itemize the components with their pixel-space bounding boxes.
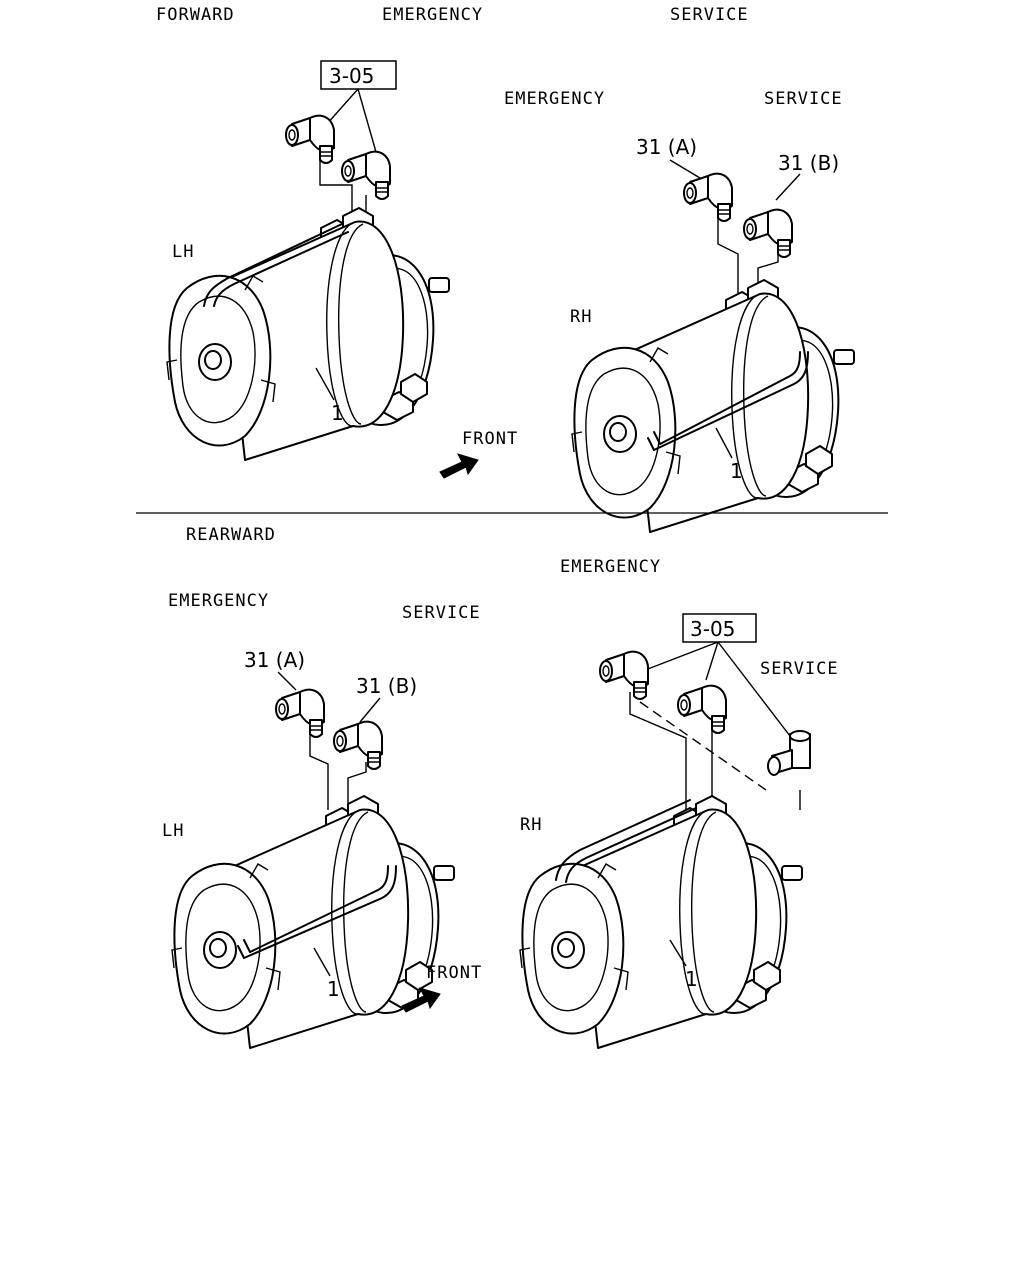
service-label: SERVICE: [764, 89, 843, 109]
leader-line: [669, 939, 687, 967]
section-title-rearward: REARWARD: [186, 525, 276, 545]
brake-chamber-icon: [571, 279, 855, 533]
leader-line: [313, 947, 331, 977]
part-label-1: 1: [327, 977, 340, 1001]
leader-line: [639, 701, 767, 791]
air-line: [555, 799, 691, 881]
leader-line: [325, 88, 377, 153]
fitting-label-31a: 31 (A): [244, 648, 305, 672]
air-line: [213, 231, 349, 307]
side-label-lh: LH: [162, 821, 184, 841]
emergency-label: EMERGENCY: [382, 5, 483, 25]
brake-chamber-icon: [166, 207, 450, 461]
ref-box-3-05: 3-05: [320, 60, 397, 90]
ref-box-3-05: 3-05: [682, 613, 757, 643]
air-line: [653, 351, 801, 445]
section-title-forward: FORWARD: [156, 5, 235, 25]
side-label-lh: LH: [172, 242, 194, 262]
svg-text:3-05: 3-05: [690, 617, 735, 641]
part-label-1: 1: [685, 967, 698, 991]
side-label-rh: RH: [520, 815, 542, 835]
panel-forward-rh: EMERGENCY SERVICE 31 (A) 31 (B) RH 1 FRO…: [439, 89, 855, 533]
elbow-fitting-icon: [275, 688, 325, 738]
fitting-label-31b: 31 (B): [356, 674, 417, 698]
direction-label-front: FRONT: [426, 963, 482, 983]
panel-forward-lh: FORWARD EMERGENCY SERVICE 3-05 LH 1: [156, 5, 749, 461]
leader-line: [277, 671, 381, 723]
air-line: [243, 865, 389, 953]
air-line: [237, 865, 397, 959]
panel-rearward-rh: EMERGENCY SERVICE 3-05 RH 1: [519, 557, 839, 1049]
elbow-fitting-icon: [683, 172, 733, 222]
tee-fitting-icon: [767, 730, 811, 776]
elbow-fitting-icon: [599, 650, 649, 700]
air-line: [565, 807, 697, 883]
leader-line: [315, 367, 335, 401]
leader-line: [669, 159, 801, 201]
side-label-rh: RH: [570, 307, 592, 327]
elbow-fitting-icon: [285, 114, 335, 164]
emergency-label: EMERGENCY: [504, 89, 605, 109]
brake-chamber-icon: [519, 795, 803, 1049]
service-label: SERVICE: [760, 659, 839, 679]
air-line: [203, 223, 343, 307]
service-label: SERVICE: [402, 603, 481, 623]
leader-line: [639, 641, 791, 737]
panel-rearward-lh: REARWARD EMERGENCY SERVICE 31 (A) 31 (B)…: [162, 525, 482, 1049]
emergency-label: EMERGENCY: [168, 591, 269, 611]
fitting-label-31b: 31 (B): [778, 151, 839, 175]
fitting-label-31a: 31 (A): [636, 135, 697, 159]
part-label-1: 1: [331, 401, 344, 425]
leader-line: [309, 732, 367, 810]
elbow-fitting-icon: [333, 720, 383, 770]
emergency-label: EMERGENCY: [560, 557, 661, 577]
elbow-fitting-icon: [743, 208, 793, 258]
air-line: [647, 351, 809, 451]
svg-text:3-05: 3-05: [329, 64, 374, 88]
part-label-1: 1: [730, 459, 743, 483]
direction-label-front: FRONT: [462, 429, 518, 449]
service-label: SERVICE: [670, 5, 749, 25]
front-arrow-icon: [439, 453, 479, 479]
leader-line: [715, 427, 733, 459]
elbow-fitting-icon: [341, 150, 391, 200]
elbow-fitting-icon: [677, 684, 727, 734]
